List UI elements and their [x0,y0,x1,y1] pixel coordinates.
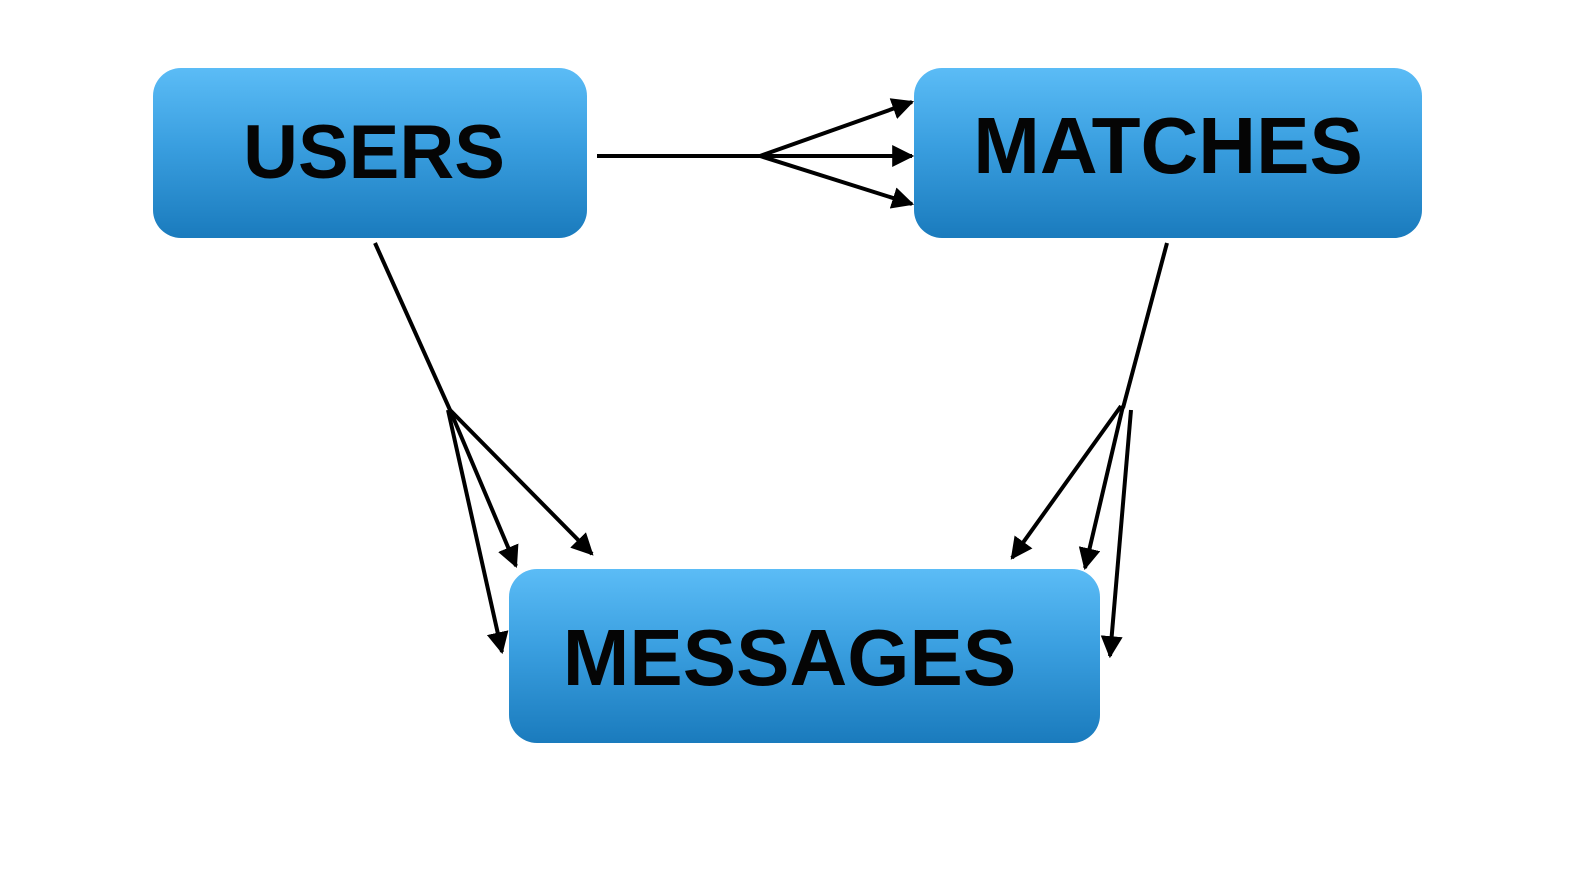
messages-label: MESSAGES [562,613,1017,702]
edge-users-matches-prong-top [759,98,915,158]
edge-matches-messages-prong-middle [1078,405,1125,571]
edge-users-messages-stem [373,242,452,411]
edge-users-messages-prong-right [448,408,594,556]
messages-node: MESSAGES [509,569,1100,743]
users-node: USERS [153,68,587,238]
edge-matches-messages-prong-right [1100,409,1133,659]
edge-users-matches [597,98,915,209]
edge-matches-messages-prong-left [1010,404,1123,560]
edge-users-matches-prong-bottom [759,154,915,209]
edge-users-messages-prong-middle [448,409,519,569]
matches-label: MATCHES [973,101,1363,190]
edge-matches-messages-stem [1121,242,1169,409]
users-label: USERS [243,110,505,195]
edge-users-messages-prong-left [446,409,509,655]
matches-node: MATCHES [914,68,1422,238]
